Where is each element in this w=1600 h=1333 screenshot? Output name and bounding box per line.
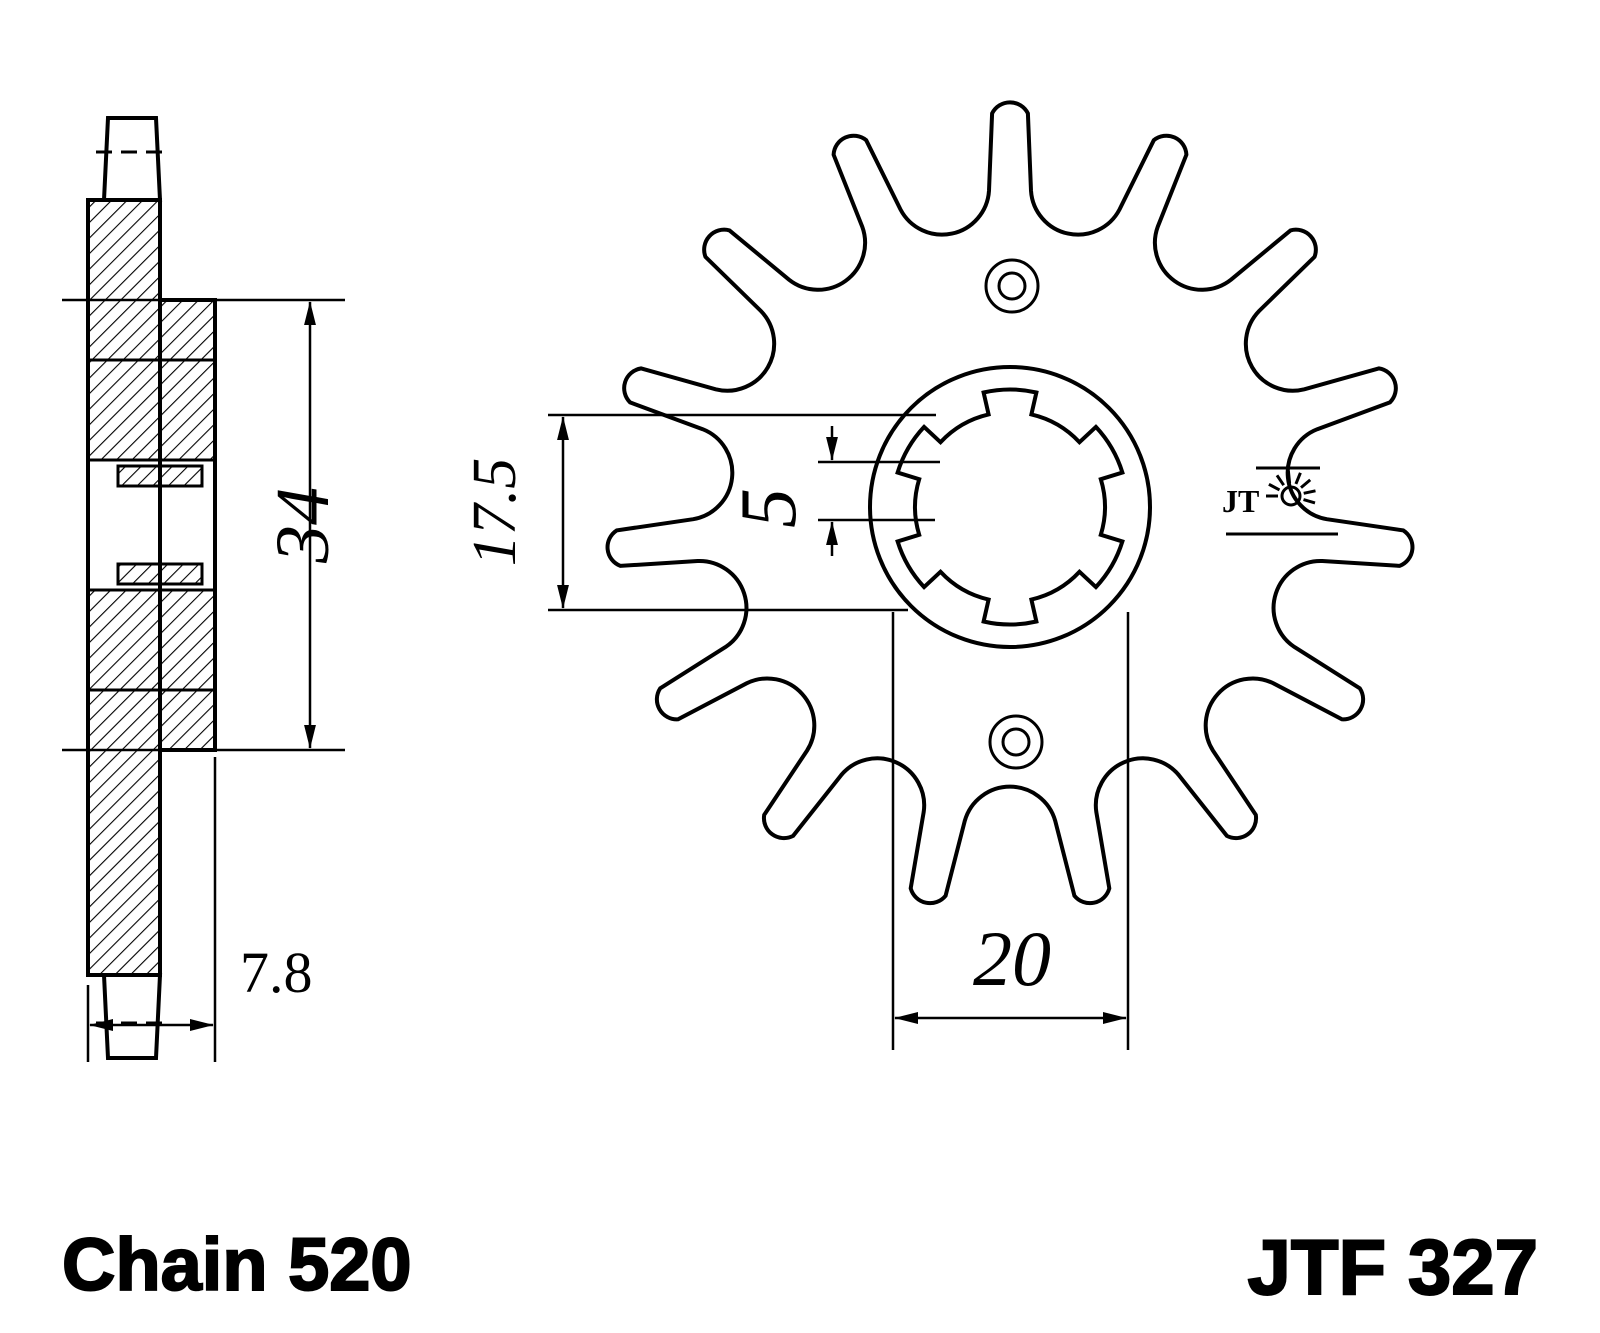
hole-inner (1001, 727, 1031, 757)
jt-logo: JT (1222, 466, 1338, 536)
dimension-34: 34 (62, 298, 345, 752)
chain-label: Chain 520 (62, 1223, 412, 1306)
dimension-value-5: 5 (725, 488, 813, 528)
hole-outer (984, 258, 1040, 314)
hole-outer (988, 714, 1044, 770)
hatch-area-hub-upper (88, 300, 215, 460)
side-tooth-bottom (101, 973, 163, 1060)
bolt-hole-bottom (988, 714, 1044, 770)
dimension-20: 20 (891, 612, 1130, 1050)
dimension-value-7-8: 7.8 (240, 940, 313, 1005)
sun-icon (1280, 485, 1302, 507)
dimension-7-8: 7.8 (86, 757, 313, 1062)
front-view: JT (605, 100, 1415, 906)
dimension-17-5: 17.5 (461, 413, 936, 612)
side-view (86, 116, 217, 1060)
hatch-area-lower (88, 750, 160, 975)
hole-inner (997, 271, 1027, 301)
dimension-value-20: 20 (973, 915, 1051, 1002)
hatch-area-upper (88, 200, 160, 300)
sprocket-outline (605, 100, 1415, 906)
bolt-hole-top (984, 258, 1040, 314)
dimension-value-34: 34 (261, 487, 345, 564)
side-tooth-top (101, 116, 163, 202)
dimension-value-17-5: 17.5 (461, 458, 529, 567)
part-number-label: JTF 327 (1248, 1223, 1538, 1311)
sun-rays-icon (1266, 470, 1316, 505)
hatch-area-hub-lower (88, 590, 215, 750)
hub-circle (868, 365, 1152, 649)
spline-bore (895, 387, 1125, 627)
dimension-5: 5 (725, 426, 940, 556)
jt-logo-text: JT (1222, 483, 1259, 519)
